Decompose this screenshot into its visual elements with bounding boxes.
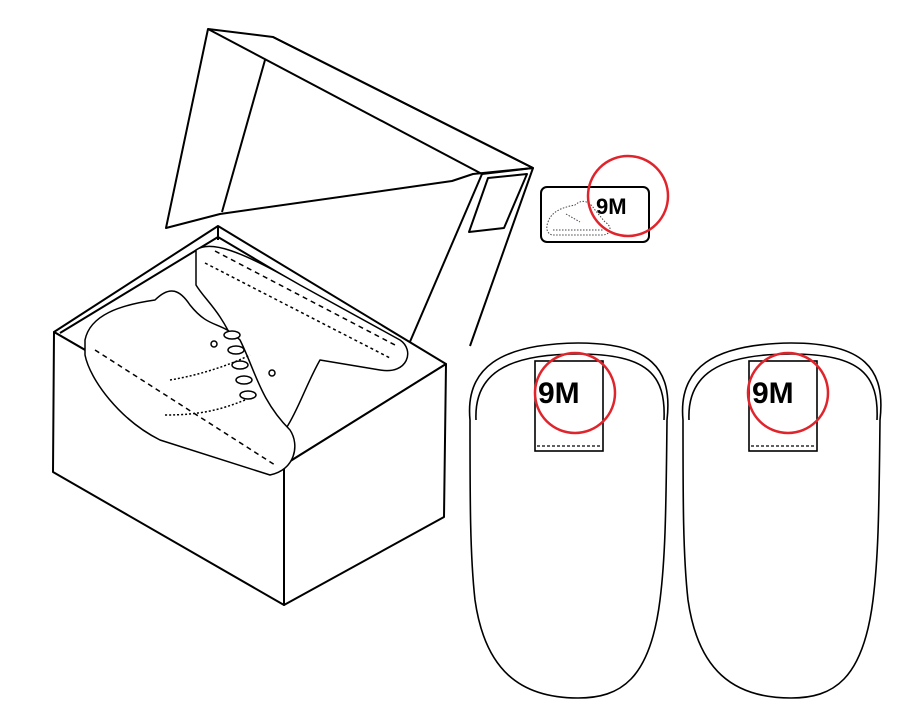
highlight-circle bbox=[746, 351, 830, 435]
box-label-size-text: 9M bbox=[596, 194, 627, 219]
highlight-circle bbox=[586, 154, 670, 238]
highlight-circle bbox=[533, 351, 617, 435]
sneaker-sketch-icon bbox=[546, 200, 611, 236]
box-lid bbox=[165, 28, 534, 366]
insole-left: 9M bbox=[468, 342, 669, 699]
insole-right-size-text: 9M bbox=[752, 377, 794, 410]
insole-left-size-text: 9M bbox=[538, 377, 580, 410]
sneakers-pair bbox=[84, 245, 409, 476]
shoe-box bbox=[52, 28, 534, 606]
insole-right: 9M bbox=[681, 342, 882, 699]
box-size-label: 9M bbox=[540, 154, 670, 243]
shoe-laces bbox=[210, 330, 276, 400]
